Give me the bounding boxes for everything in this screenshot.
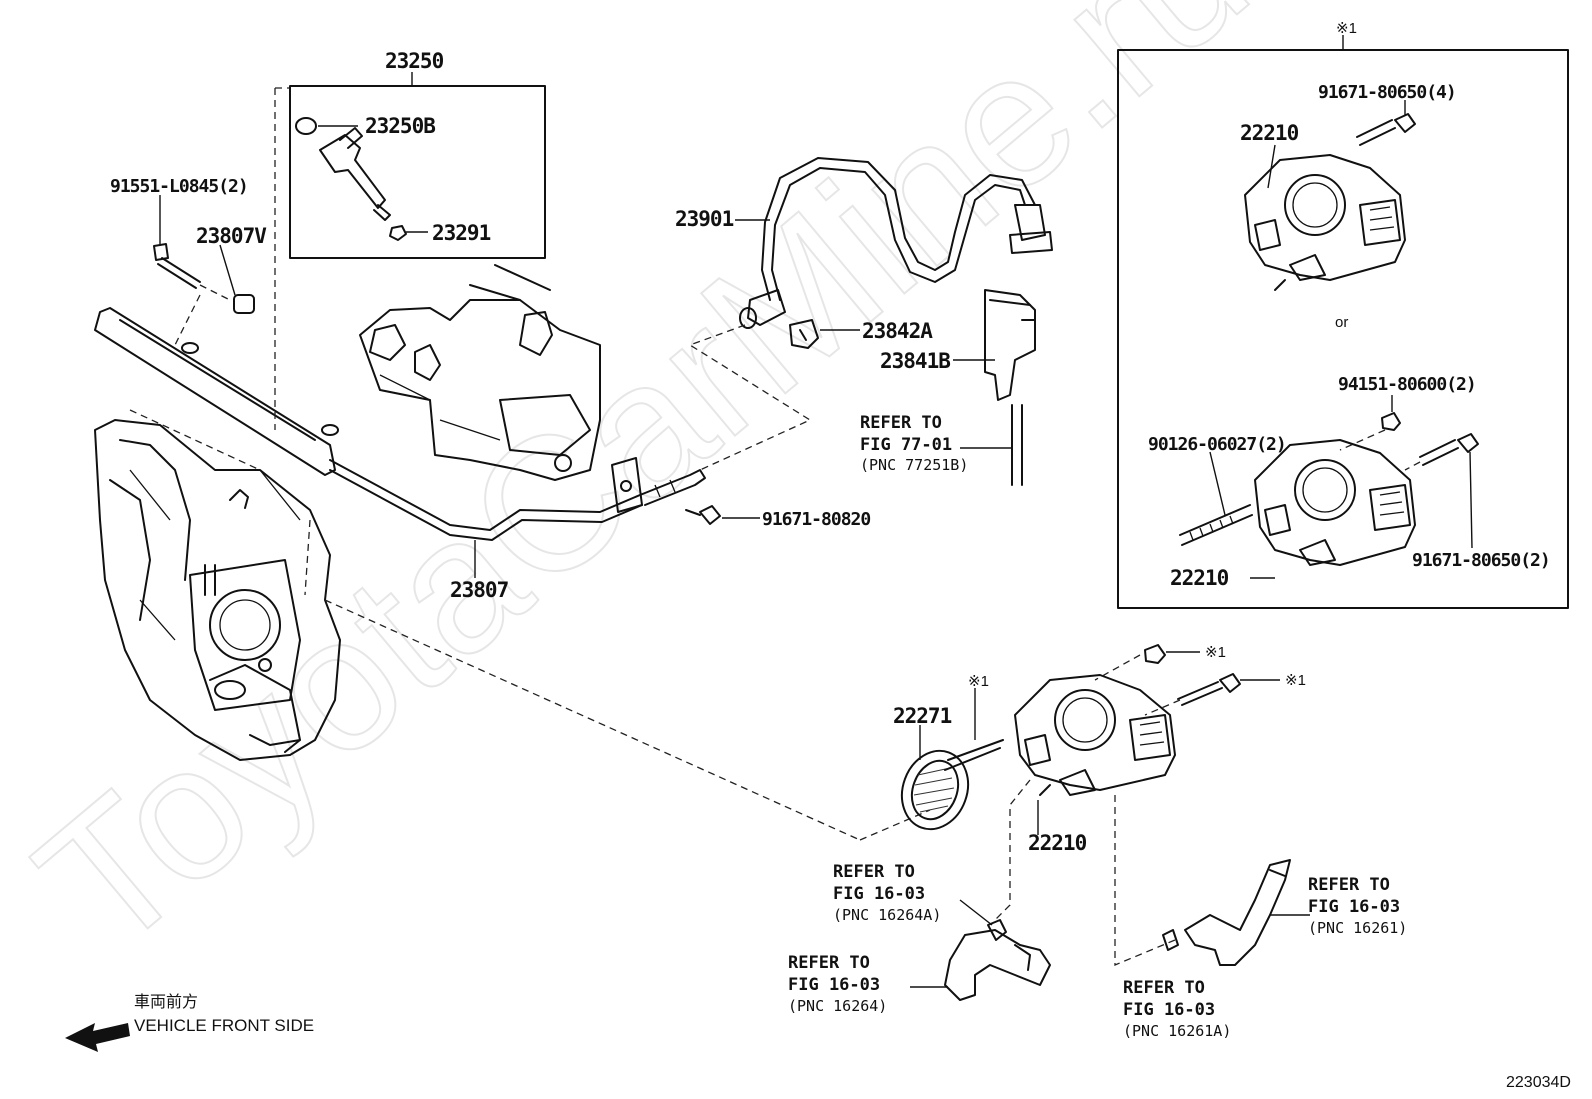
label-box-90126: 90126-06027(2) <box>1148 434 1286 455</box>
refer-fig16-16264A: REFER TO FIG 16-03 (PNC 16264A) <box>833 862 941 924</box>
label-22210-main: 22210 <box>1028 831 1087 855</box>
svg-text:FIG 77-01: FIG 77-01 <box>860 435 952 455</box>
label-91551: 91551-L0845(2) <box>110 176 248 197</box>
note-bolt: ※1 <box>1285 672 1306 689</box>
refer-fig16-16261: REFER TO FIG 16-03 (PNC 16261) <box>1308 875 1407 937</box>
gasket-22271 <box>900 749 970 831</box>
throttle-body-alt-1 <box>1244 154 1406 291</box>
diagram-code: 223034D <box>1506 1074 1571 1091</box>
svg-text:(PNC 16264): (PNC 16264) <box>788 997 887 1015</box>
refer-fig16-16264: REFER TO FIG 16-03 (PNC 16264) <box>788 953 887 1015</box>
svg-text:FIG 16-03: FIG 16-03 <box>1308 897 1400 917</box>
label-23842A: 23842A <box>862 319 933 343</box>
label-91671-80820: 91671-80820 <box>762 509 870 530</box>
direction-jp: 車両前方 <box>134 993 198 1011</box>
svg-text:REFER TO: REFER TO <box>1123 978 1205 998</box>
svg-text:(PNC 16261A): (PNC 16261A) <box>1123 1022 1231 1040</box>
clamp-16264A <box>987 919 1007 941</box>
label-22271: 22271 <box>893 704 952 728</box>
bolt-box-top <box>1356 113 1416 146</box>
bolt-91551 <box>153 243 201 289</box>
note-stud: ※1 <box>968 673 989 690</box>
label-or: or <box>1335 314 1348 331</box>
label-box-91671-2: 91671-80650(2) <box>1412 550 1550 571</box>
injector-kit-box <box>289 72 546 259</box>
label-23807V: 23807V <box>196 224 267 248</box>
hose-16261 <box>1184 859 1291 966</box>
svg-text:REFER TO: REFER TO <box>833 862 915 882</box>
note-nut: ※1 <box>1205 644 1226 661</box>
fuel-injector <box>319 127 391 221</box>
label-box-91671-4: 91671-80650(4) <box>1318 82 1456 103</box>
bolt-91671-80820 <box>685 505 721 525</box>
label-box-22210-top: 22210 <box>1240 121 1299 145</box>
fuel-hose-23901 <box>739 157 1053 329</box>
insulator-23807V <box>233 294 255 314</box>
alternative-throttle-box <box>1117 35 1569 609</box>
label-23250: 23250 <box>385 49 444 73</box>
engine-head <box>359 264 601 481</box>
refer-fig77: REFER TO FIG 77-01 (PNC 77251B) <box>860 413 968 474</box>
vehicle-front-arrow <box>65 1023 130 1052</box>
label-box-94151: 94151-80600(2) <box>1338 374 1476 395</box>
svg-text:REFER TO: REFER TO <box>860 413 942 433</box>
throttle-body-main <box>1014 674 1176 796</box>
label-23807: 23807 <box>450 578 509 602</box>
svg-text:(PNC 16261): (PNC 16261) <box>1308 919 1407 937</box>
stud-box <box>1179 504 1253 546</box>
svg-text:FIG 16-03: FIG 16-03 <box>1123 1000 1215 1020</box>
svg-text:FIG 16-03: FIG 16-03 <box>833 884 925 904</box>
direction-en: VEHICLE FRONT SIDE <box>134 1016 314 1035</box>
label-23841B: 23841B <box>880 349 950 373</box>
refer-fig16-16261A: REFER TO FIG 16-03 (PNC 16261A) <box>1123 978 1231 1040</box>
clamp-16261A <box>1162 929 1179 951</box>
label-23901: 23901 <box>675 207 734 231</box>
throttle-body-alt-2 <box>1254 439 1416 566</box>
watermark: ToyotaCarMine.ru <box>0 0 1286 992</box>
bracket-23841B <box>984 289 1036 401</box>
svg-text:(PNC 16264A): (PNC 16264A) <box>833 906 941 924</box>
bolt-main <box>1177 673 1241 706</box>
nut-box <box>1381 412 1401 431</box>
label-23291: 23291 <box>432 221 491 245</box>
svg-text:(PNC 77251B): (PNC 77251B) <box>860 456 968 474</box>
box-note: ※1 <box>1336 20 1357 37</box>
svg-text:FIG 16-03: FIG 16-03 <box>788 975 880 995</box>
svg-text:REFER TO: REFER TO <box>788 953 870 973</box>
label-box-22210-bottom: 22210 <box>1170 566 1229 590</box>
hose-16264 <box>944 929 1051 1001</box>
svg-text:REFER TO: REFER TO <box>1308 875 1390 895</box>
intake-manifold <box>94 419 341 761</box>
clip-23842A <box>789 319 819 349</box>
bolt-box-bottom <box>1419 433 1479 466</box>
fuel-delivery-pipe <box>94 307 706 541</box>
label-23250B: 23250B <box>365 114 435 138</box>
nut-main <box>1144 644 1166 664</box>
